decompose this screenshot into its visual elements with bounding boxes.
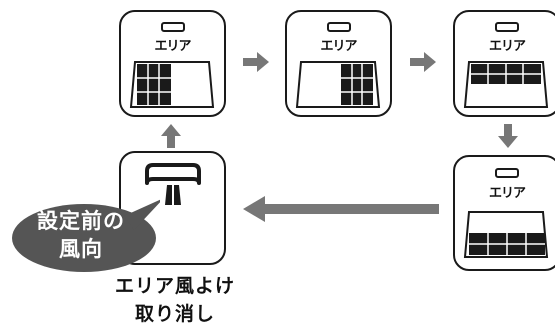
air-conditioner-icon <box>145 163 201 205</box>
arrow-up-icon <box>161 124 181 148</box>
room-outline <box>463 61 549 108</box>
room-outline <box>463 211 549 258</box>
area-panel-left: エリア <box>119 10 226 117</box>
panel-graphic <box>463 22 549 108</box>
arrow-left-icon <box>243 196 439 222</box>
panel-graphic <box>129 22 215 108</box>
speech-bubble <box>12 199 160 272</box>
area-panel-bottom: エリア <box>453 155 555 271</box>
caption-line-2: 取り消し <box>134 303 215 325</box>
bubble-line-2: 風向 <box>59 237 103 261</box>
area-panel-right: エリア <box>285 10 392 117</box>
caption-line-1: エリア風よけ <box>114 275 235 297</box>
room-outline <box>129 61 215 108</box>
area-label: エリア <box>488 39 526 54</box>
area-label: エリア <box>320 39 357 54</box>
ac-unit-icon <box>495 168 519 178</box>
bubble-line-1: 設定前の <box>37 209 125 233</box>
bubble-text: 設定前の 風向 <box>20 207 142 263</box>
ac-unit-icon <box>327 22 351 32</box>
room-outline <box>295 61 381 108</box>
panel-graphic <box>463 168 549 258</box>
arrow-right-icon <box>243 52 269 72</box>
area-fill <box>341 64 373 105</box>
ac-unit-icon <box>161 22 185 32</box>
area-panel-top: エリア <box>453 10 555 117</box>
panel-graphic <box>295 22 381 108</box>
area-label: エリア <box>488 186 526 201</box>
area-label: エリア <box>154 39 191 54</box>
arrow-down-icon <box>498 124 518 148</box>
area-fill <box>137 64 171 105</box>
arrow-right-icon <box>410 52 436 72</box>
ac-unit-icon <box>495 22 519 32</box>
